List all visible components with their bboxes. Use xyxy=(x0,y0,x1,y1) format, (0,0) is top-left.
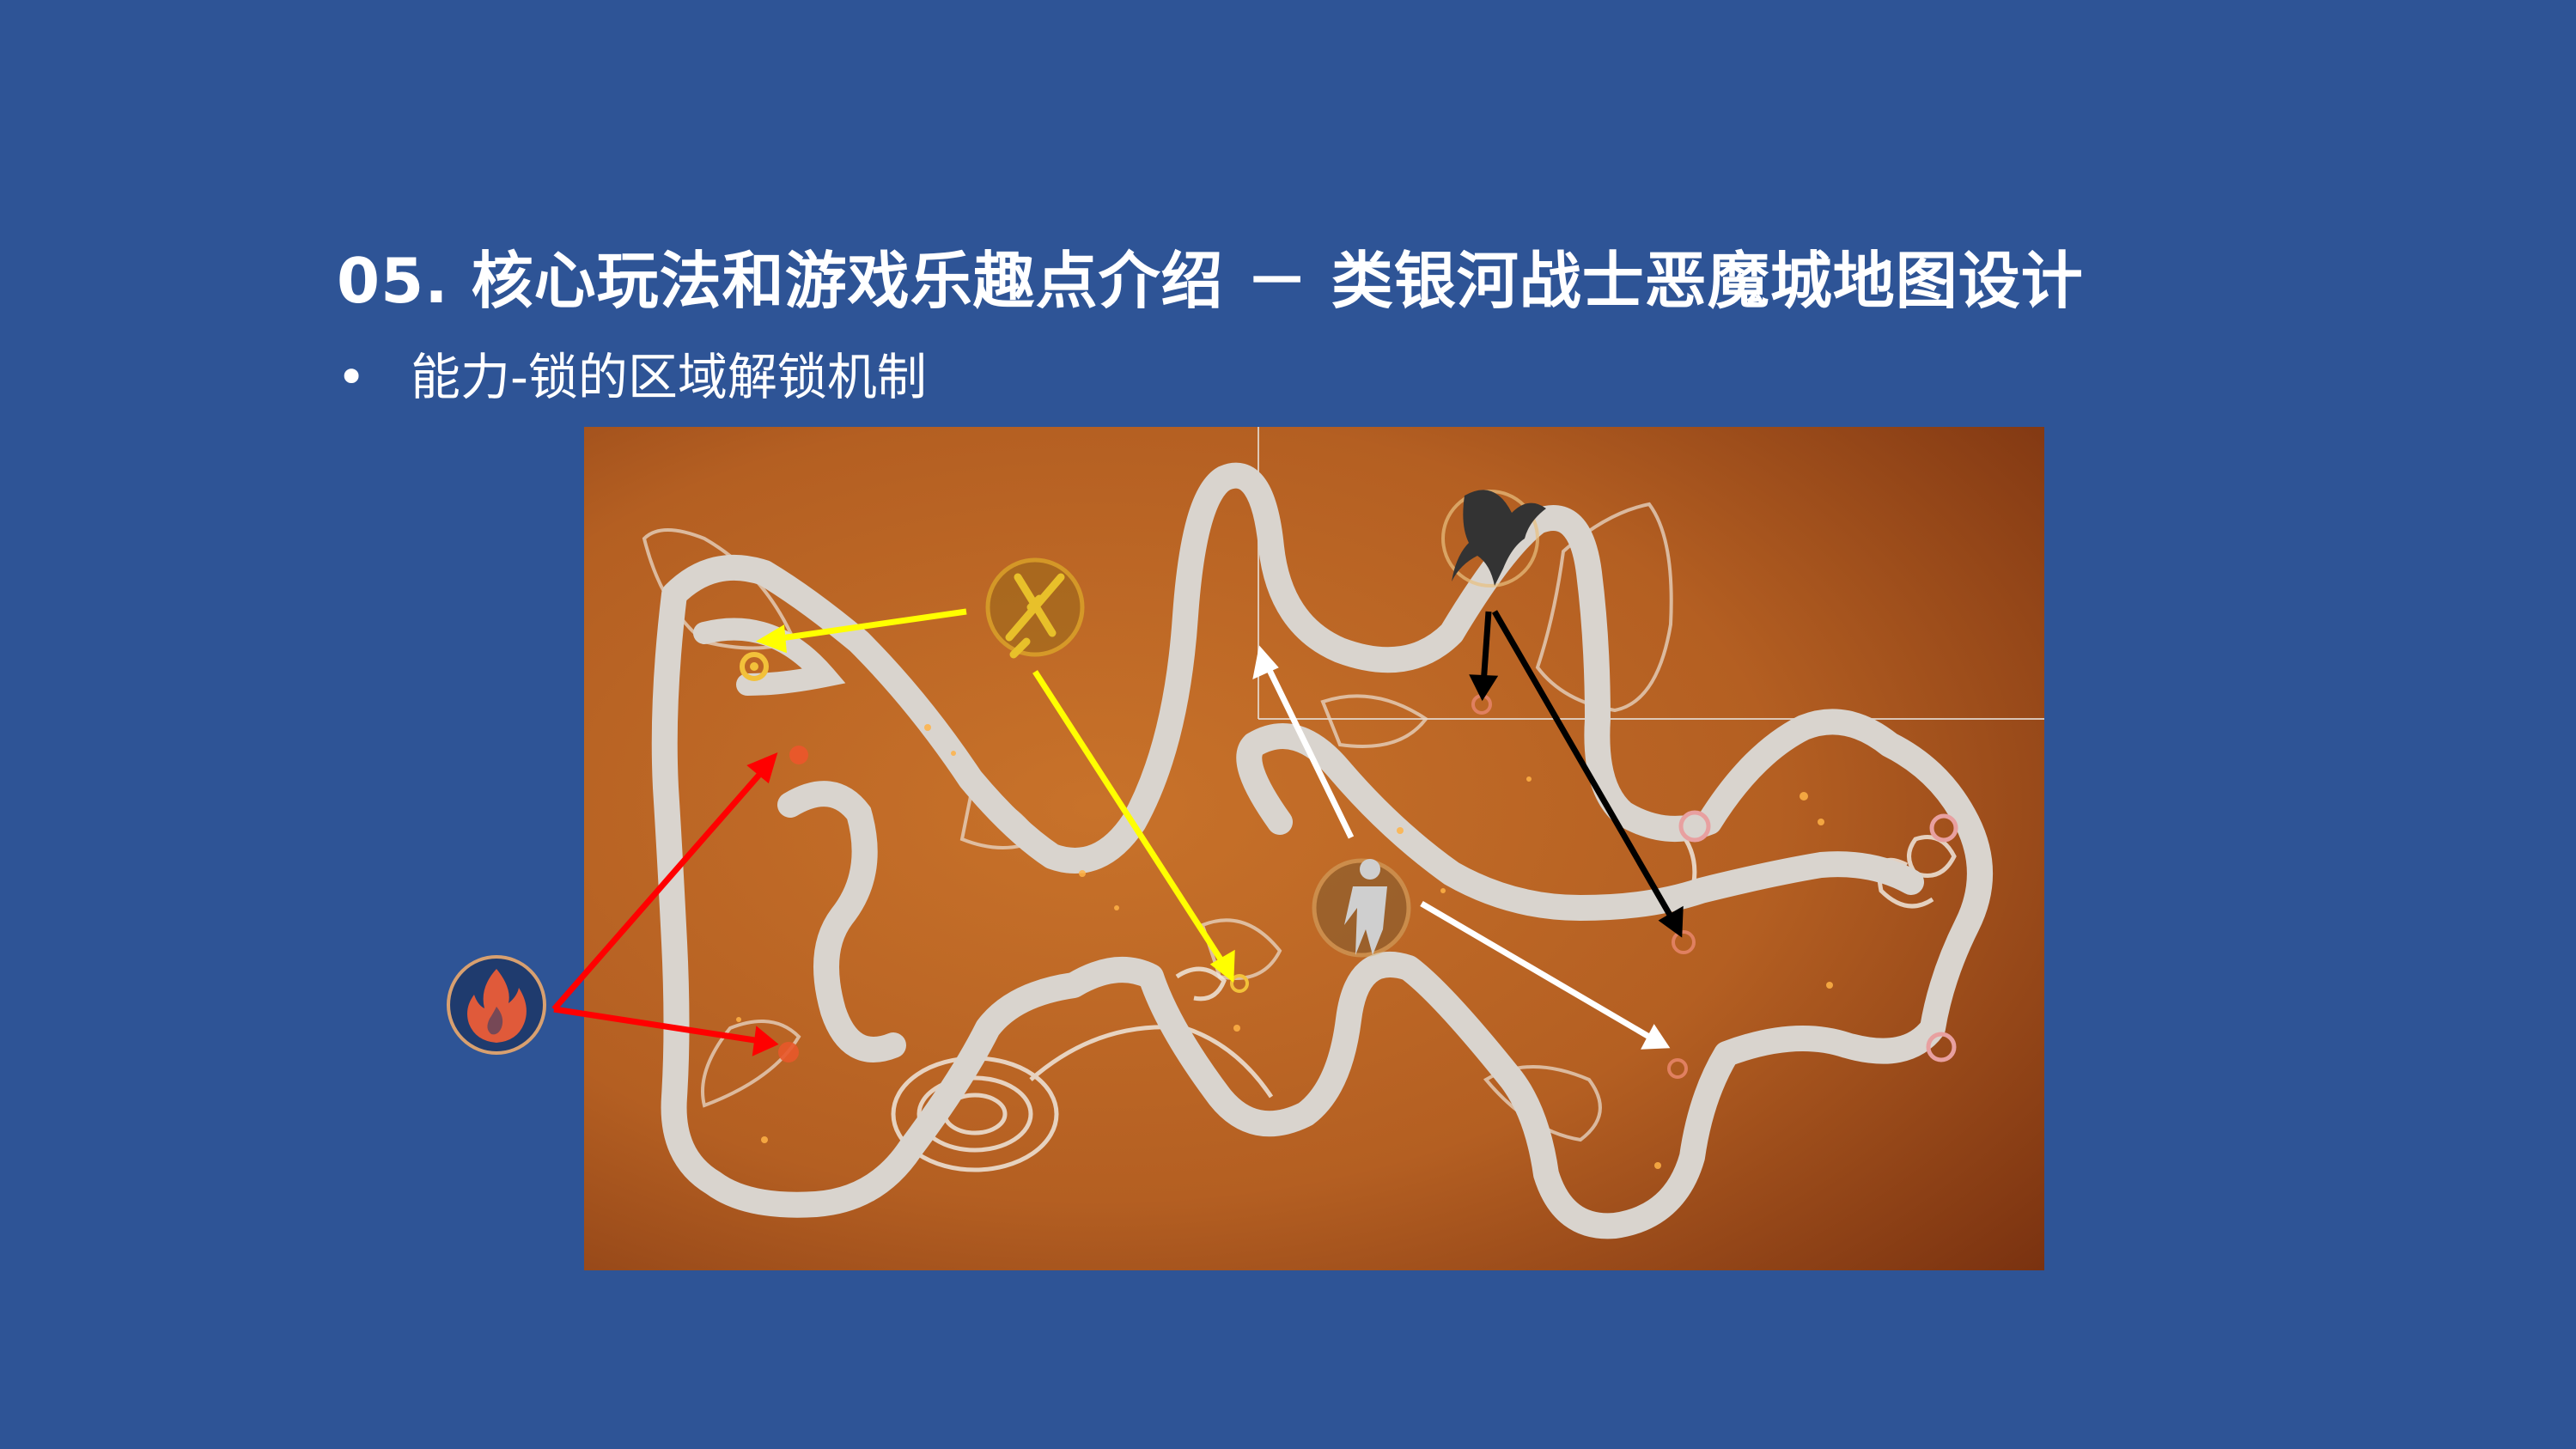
map-corridor xyxy=(777,781,906,1062)
map-swirl xyxy=(1175,966,1227,1002)
map-particle xyxy=(951,751,956,756)
pegasus-arrow xyxy=(1491,610,1677,922)
warrior-arrow-head xyxy=(1641,1024,1671,1050)
map-particle xyxy=(1233,1025,1240,1032)
map-particle xyxy=(1818,819,1824,825)
sword-ability-icon xyxy=(985,557,1085,659)
fire-ability-icon xyxy=(447,955,546,1055)
map-background xyxy=(584,427,2044,1270)
sword-arrow-head xyxy=(1209,949,1235,983)
pegasus-arrow-head xyxy=(1658,905,1684,938)
map-particle xyxy=(924,724,931,731)
sword-lock-point xyxy=(740,652,769,681)
map-corridor xyxy=(1236,723,1924,922)
map-particle xyxy=(1826,982,1833,989)
map-particle xyxy=(1079,870,1086,877)
pegasus-arrow xyxy=(1480,611,1492,685)
fire-arrow xyxy=(553,1006,761,1044)
warrior-arrow-head xyxy=(1252,645,1279,679)
map-corridor xyxy=(651,462,1993,1239)
pegasus-lock-point xyxy=(1672,930,1696,954)
sword-arrow xyxy=(1032,670,1227,966)
fire-arrow-head xyxy=(746,752,778,784)
map-particle xyxy=(1440,888,1446,893)
sword-lock-point xyxy=(750,662,758,671)
map-lock-point xyxy=(1926,1032,1957,1062)
fire-arrows-overlay xyxy=(551,752,779,1056)
sword-lock-point xyxy=(1230,974,1249,993)
fire-arrow-head xyxy=(752,1026,779,1056)
sword-arrow-head xyxy=(755,624,787,654)
bullet-dot: • xyxy=(337,348,367,406)
map-particle xyxy=(761,1136,768,1143)
warrior-arrow xyxy=(1263,661,1355,839)
game-map-image xyxy=(584,427,2044,1270)
warrior-arrow xyxy=(1420,900,1655,1043)
fire-lock-point xyxy=(789,746,808,764)
map-particle xyxy=(1654,1162,1661,1169)
bullet-item: • 能力-锁的区域解锁机制 xyxy=(337,337,927,409)
map-region-outline xyxy=(701,1020,801,1108)
map-particle xyxy=(1114,905,1119,910)
bullet-text: 能力-锁的区域解锁机制 xyxy=(411,348,927,406)
slide-title: 05. 核心玩法和游戏乐趣点介绍 － 类银河战士恶魔城地图设计 xyxy=(337,245,2084,317)
pegasus-arrow-head xyxy=(1469,674,1499,702)
map-particle xyxy=(736,1017,741,1022)
warrior-ability-icon xyxy=(1312,858,1411,958)
pegasus-ability-icon xyxy=(1441,490,1546,588)
warrior-lock-point xyxy=(1667,1058,1688,1079)
map-corridor xyxy=(693,618,846,696)
sword-arrow xyxy=(774,608,967,642)
map-lock-point xyxy=(1678,810,1711,843)
map-swirl xyxy=(917,1075,1033,1153)
map-region-outline xyxy=(1320,694,1428,748)
map-region-outline xyxy=(1200,918,1282,980)
map-particle xyxy=(1800,792,1808,801)
fire-lock-point xyxy=(778,1042,799,1062)
map-lock-point xyxy=(1929,813,1958,843)
fire-arrow xyxy=(551,766,767,1012)
map-region-outline xyxy=(1535,502,1673,713)
map-particle xyxy=(1526,776,1532,782)
map-particle xyxy=(1397,827,1404,834)
